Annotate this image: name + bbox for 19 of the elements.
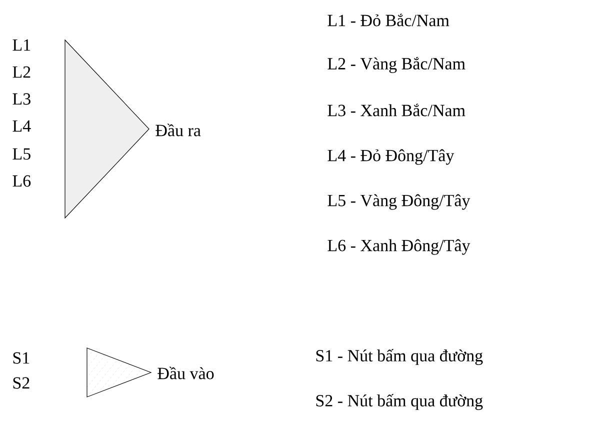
signal-description: L5 - Vàng Đông/Tây (328, 194, 470, 210)
triangle-shape (86, 348, 152, 398)
signal-description: L2 - Vàng Bắc/Nam (328, 57, 466, 73)
pin-label: Đầu ra (156, 124, 201, 136)
signal-description: L1 - Đỏ Bắc/Nam (328, 14, 450, 26)
pin-label: L3 (12, 93, 30, 105)
pin-label: L4 (12, 120, 31, 132)
pin-label: S2 (13, 377, 30, 389)
signal-description: L4 - Đỏ Đông/Tây (328, 149, 454, 165)
signal-description: L6 - Xanh Đông/Tây (328, 239, 470, 255)
pin-label: L6 (12, 175, 31, 187)
pin-label: L2 (12, 66, 30, 78)
signal-description: S1 - Nút bấm qua đường (316, 349, 483, 365)
pin-label: L5 (12, 148, 30, 160)
pin-label: L1 (12, 39, 30, 51)
pin-label: Đầu vào (158, 366, 214, 380)
signal-description: S2 - Nút bấm qua đường (316, 394, 483, 410)
signal-description: L3 - Xanh Bắc/Nam (328, 104, 466, 116)
pin-label: S1 (13, 352, 30, 364)
